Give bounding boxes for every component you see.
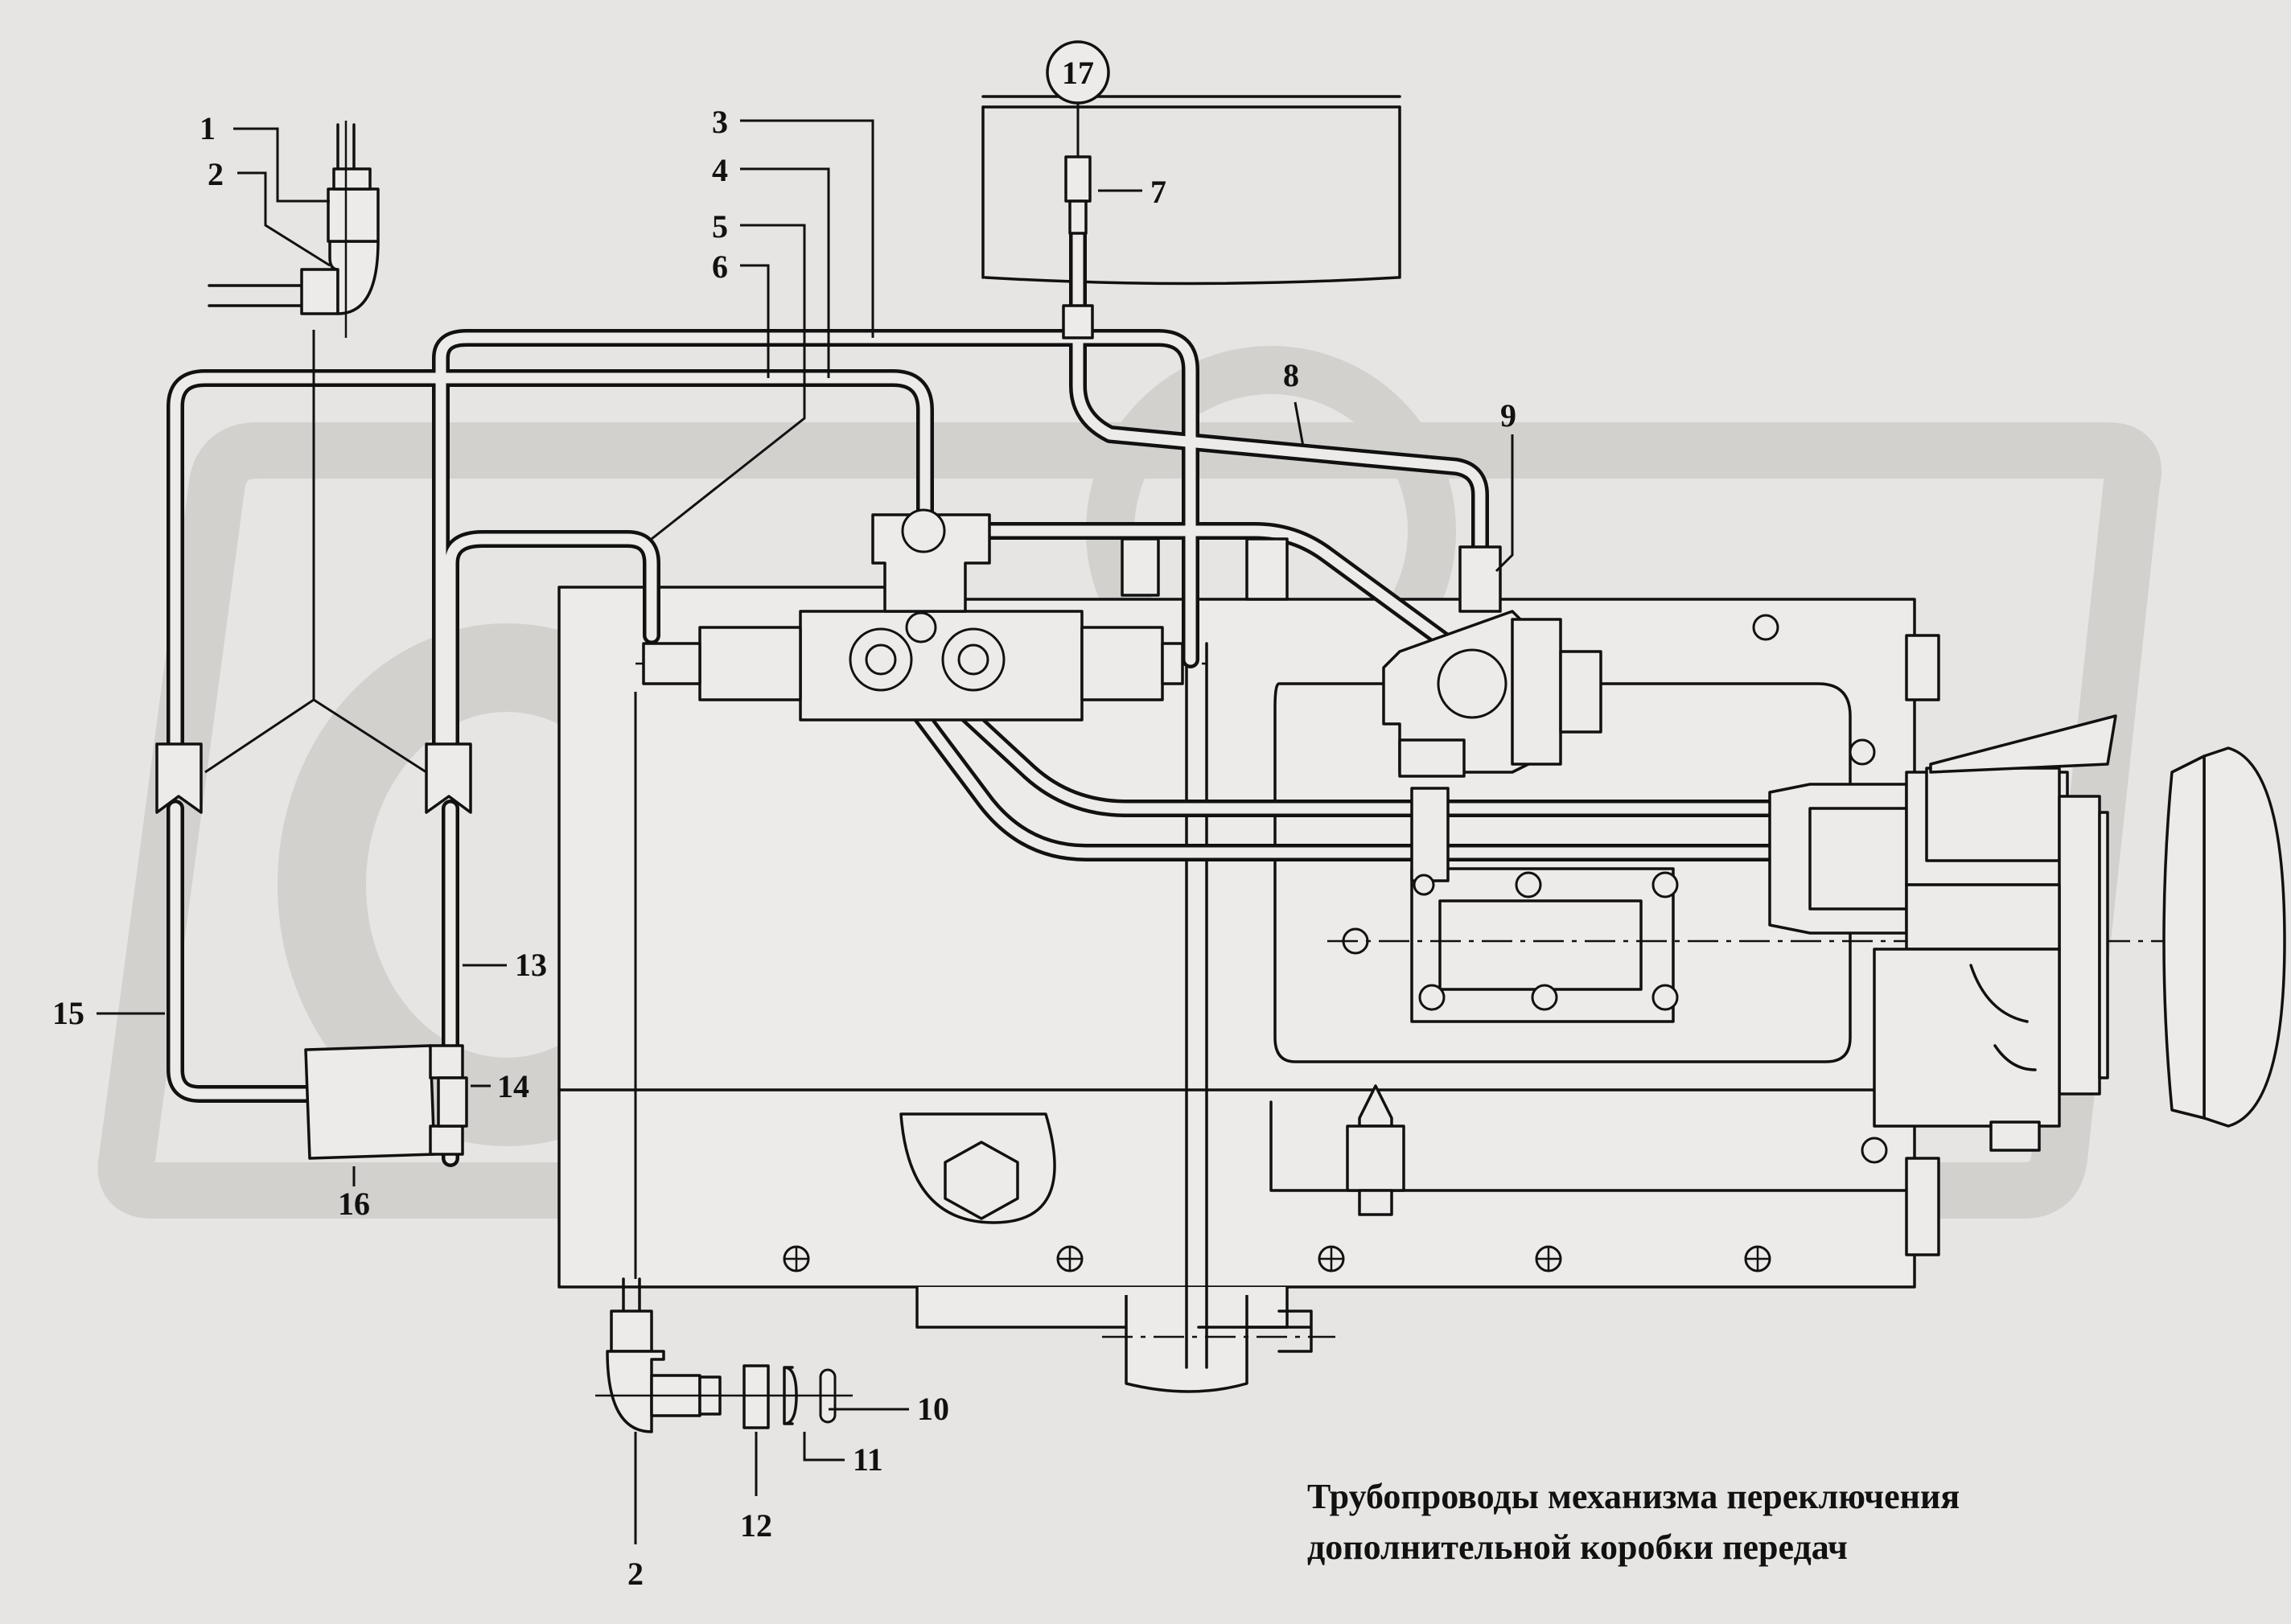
callout-8: 8 [1283, 357, 1299, 393]
pipe-clamp [1410, 787, 1450, 896]
callout-10: 10 [917, 1391, 949, 1427]
gearbox-housing [557, 586, 1940, 1393]
valve-assembly [1382, 545, 1602, 778]
callout-2-bottom: 2 [627, 1556, 644, 1592]
callout-5: 5 [712, 208, 728, 245]
housing-bolts [783, 614, 1888, 1272]
elbow-fitting-top [208, 121, 380, 338]
callout-labels: 1 2 3 4 5 6 17 7 8 9 13 15 14 16 10 11 1… [52, 55, 1516, 1592]
leader-lines [97, 103, 1514, 1544]
callout-6: 6 [712, 249, 728, 285]
caption: Трубопроводы механизма переключения допо… [1307, 1477, 1960, 1567]
callout-7: 7 [1150, 174, 1166, 210]
breather [1346, 1084, 1405, 1216]
callout-11: 11 [853, 1441, 883, 1478]
callout-9: 9 [1500, 397, 1516, 434]
callout-14: 14 [497, 1068, 529, 1104]
frame-member [981, 95, 1401, 286]
elbow-fitting-bottom [595, 1277, 853, 1433]
pipelines [167, 220, 1779, 1167]
callout-12: 12 [740, 1507, 772, 1544]
callout-2-top: 2 [208, 156, 224, 192]
caption-line-1: Трубопроводы механизма переключения [1307, 1477, 1960, 1516]
callout-4: 4 [712, 152, 728, 188]
tee-fittings [155, 742, 472, 814]
pressure-switch [304, 1044, 468, 1160]
callout-15: 15 [52, 995, 84, 1031]
callout-16: 16 [338, 1186, 370, 1222]
output-flange [1768, 714, 2286, 1152]
caption-line-2: дополнительной коробки передач [1307, 1527, 1848, 1567]
callout-17: 17 [1062, 55, 1094, 91]
callout-1: 1 [199, 110, 216, 146]
callout-13: 13 [515, 947, 547, 983]
shift-cylinder [642, 508, 1289, 722]
callout-3: 3 [712, 104, 728, 140]
fitting-7 [1062, 155, 1094, 339]
